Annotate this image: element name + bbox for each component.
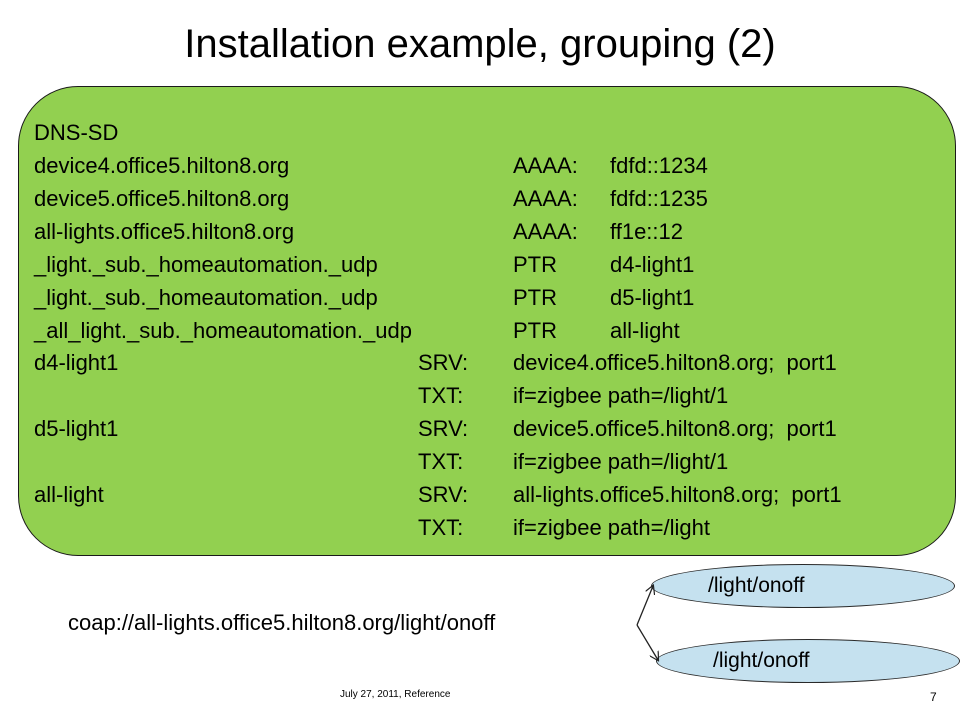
record-value: if=zigbee path=/light/1 <box>513 449 729 475</box>
resource-label: /light/onoff <box>708 574 805 597</box>
record-type: SRV: <box>418 482 469 507</box>
record-name: d4-light1 <box>34 350 119 376</box>
record-value: fdfd::1235 <box>610 185 708 211</box>
coap-uri: coap://all-lights.office5.hilton8.org/li… <box>68 610 496 635</box>
dns-sd-box <box>18 86 956 556</box>
record-type: TXT: <box>418 449 464 475</box>
resource-ellipse-bottom: /light/onoff <box>656 639 960 683</box>
record-name: device5.office5.hilton8.org <box>34 185 290 211</box>
record-type: AAAA: <box>513 153 578 178</box>
slide-title: Installation example, grouping (2) <box>184 22 776 66</box>
record-name: d5-light1 <box>34 416 119 442</box>
record-name: device4.office5.hilton8.org <box>34 153 290 178</box>
record-name: _all_light._sub._homeautomation._udp <box>34 317 412 343</box>
record-type: SRV: <box>418 416 469 442</box>
resource-label: /light/onoff <box>713 649 810 672</box>
record-type: SRV: <box>418 350 469 376</box>
record-type: TXT: <box>418 383 464 409</box>
record-type: TXT: <box>418 514 464 540</box>
record-value: if=zigbee path=/light/1 <box>513 383 729 409</box>
record-value: if=zigbee path=/light <box>513 514 710 540</box>
record-value: ff1e::12 <box>610 218 683 244</box>
record-type: AAAA: <box>513 218 578 244</box>
connector-line-lower <box>636 624 658 660</box>
record-type: PTR <box>513 284 557 310</box>
record-name: all-lights.office5.hilton8.org <box>34 218 295 244</box>
dns-sd-header: DNS-SD <box>34 120 119 145</box>
record-value: all-lights.office5.hilton8.org; port1 <box>513 482 842 507</box>
record-value: d4-light1 <box>610 251 695 277</box>
record-value: all-light <box>610 317 680 343</box>
record-value: device4.office5.hilton8.org; port1 <box>513 350 837 376</box>
record-name: all-light <box>34 482 104 507</box>
connector-line-upper <box>636 586 653 626</box>
record-name: _light._sub._homeautomation._udp <box>34 251 378 277</box>
record-value: device5.office5.hilton8.org; port1 <box>513 416 837 442</box>
page-number: 7 <box>930 690 937 704</box>
record-type: AAAA: <box>513 185 578 211</box>
record-value: d5-light1 <box>610 284 695 310</box>
record-value: fdfd::1234 <box>610 153 708 178</box>
resource-ellipse-top: /light/onoff <box>651 564 955 608</box>
record-type: PTR <box>513 317 557 343</box>
slide-footer: July 27, 2011, Reference <box>340 689 451 700</box>
record-type: PTR <box>513 251 557 277</box>
record-name: _light._sub._homeautomation._udp <box>34 284 378 310</box>
